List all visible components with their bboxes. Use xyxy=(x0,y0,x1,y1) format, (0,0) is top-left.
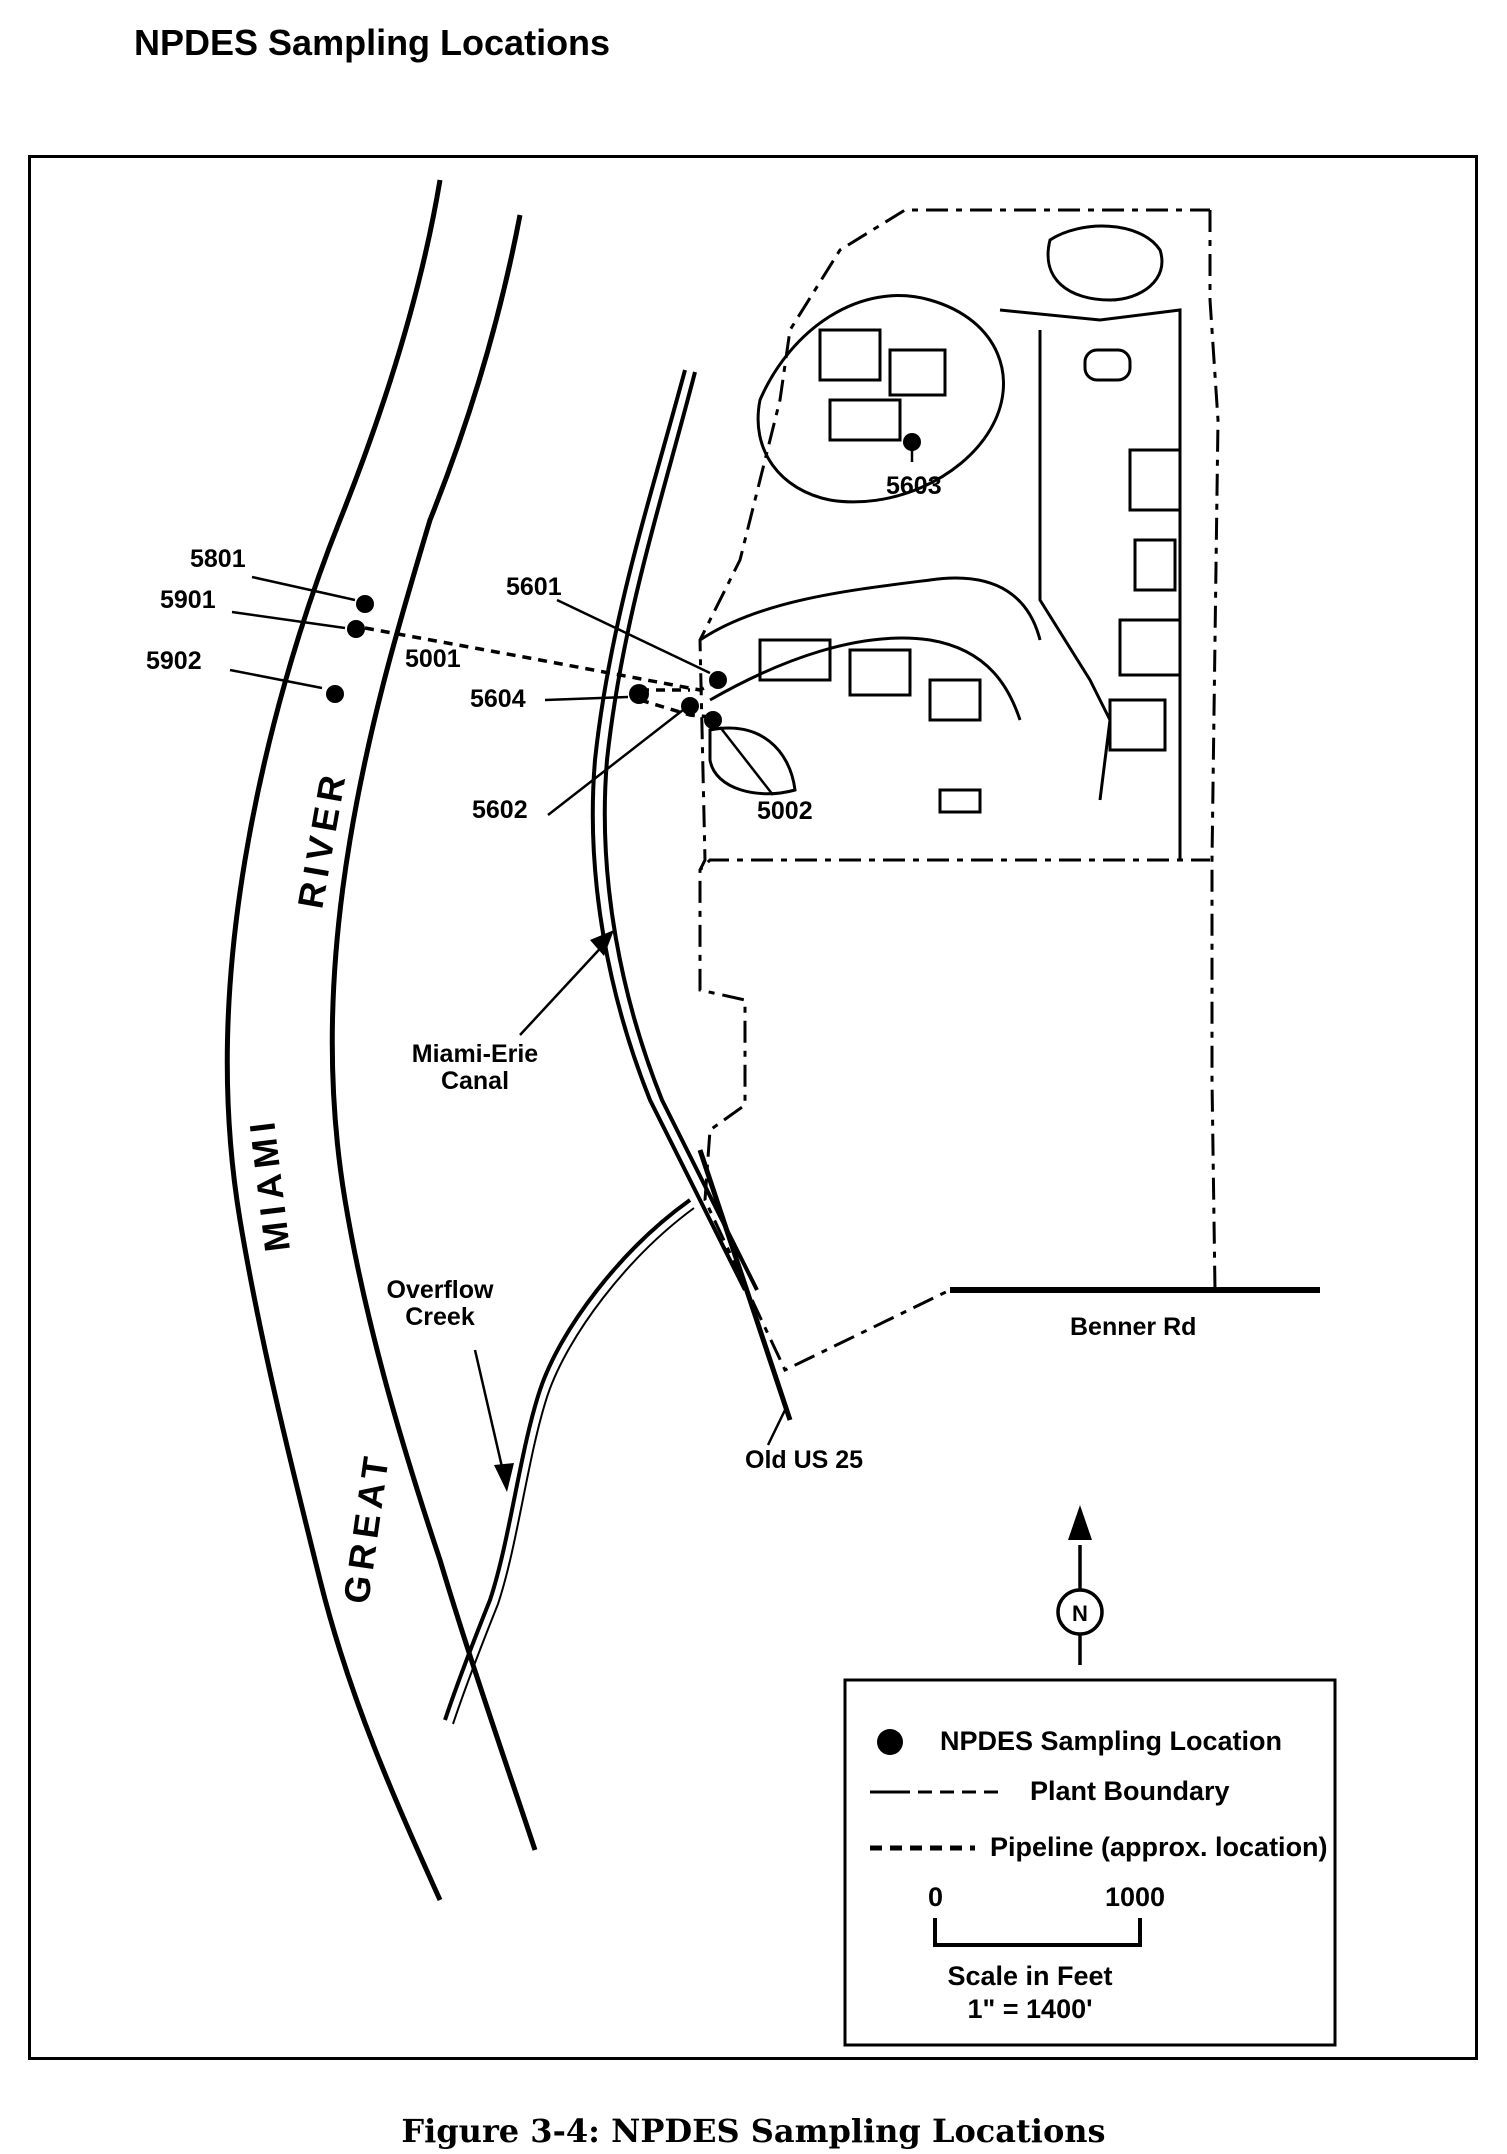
north-arrow: N xyxy=(1056,1505,1104,1665)
facility-building-c xyxy=(828,398,902,442)
sampling-dot-5902 xyxy=(326,685,344,703)
plant-facilities xyxy=(699,224,1182,860)
facility-road-loop xyxy=(756,294,1005,504)
plant-boundary xyxy=(698,210,1220,1373)
scale-ratio: 1" = 1400' xyxy=(967,1994,1092,2024)
leader-canal xyxy=(519,939,609,1036)
old-us-25-road xyxy=(697,1149,793,1421)
facility-building-i xyxy=(1118,618,1182,677)
page-heading: NPDES Sampling Locations xyxy=(134,22,611,63)
label-5002: 5002 xyxy=(757,797,813,825)
creek-arrowhead xyxy=(494,1463,514,1492)
facility-building-k xyxy=(938,788,982,814)
leader-5902 xyxy=(229,668,323,690)
facility-road-south xyxy=(699,576,1042,642)
overflow-creek-inner xyxy=(452,1207,695,1725)
leader-5801 xyxy=(251,575,356,602)
miami-erie-canal xyxy=(590,369,759,1291)
label-5601: 5601 xyxy=(506,573,562,601)
sampling-dot-5002 xyxy=(704,711,722,729)
facility-building-g xyxy=(1128,448,1182,512)
facility-road-east xyxy=(999,308,1182,860)
facility-building-d xyxy=(758,638,832,682)
sampling-dot-5801 xyxy=(356,595,374,613)
label-benner-rd: Benner Rd xyxy=(1070,1313,1196,1341)
river-word-miami: MIAMI xyxy=(241,1114,298,1254)
scale-start-label: 0 xyxy=(928,1882,943,1912)
facility-building-h xyxy=(1133,538,1177,592)
legend: NPDES Sampling Location Plant Boundary P… xyxy=(843,1678,1337,2047)
leader-5002 xyxy=(719,726,774,796)
label-line: Overflow xyxy=(387,1276,495,1304)
canal-arrowhead xyxy=(590,930,614,956)
figure-caption: Figure 3-4: NPDES Sampling Locations xyxy=(401,2112,1106,2150)
leader-5604 xyxy=(544,695,629,702)
facility-building-a xyxy=(818,328,882,382)
leader-5601 xyxy=(556,598,711,675)
north-arrow-circle xyxy=(1056,1588,1104,1636)
label-line: Canal xyxy=(441,1067,509,1095)
label-5901: 5901 xyxy=(160,586,216,614)
leader-creek xyxy=(473,1349,507,1481)
sampling-dot-5601 xyxy=(709,671,727,689)
legend-box xyxy=(843,1678,1337,2047)
label-5001: 5001 xyxy=(405,645,461,673)
label-5603: 5603 xyxy=(886,472,942,500)
scale-end-label: 1000 xyxy=(1105,1882,1165,1912)
sampling-dots xyxy=(326,433,921,729)
facility-building-b xyxy=(888,348,947,397)
facility-tank xyxy=(1046,224,1164,302)
sampling-dot-5602 xyxy=(681,697,699,715)
label-line: Creek xyxy=(405,1303,475,1331)
label-5902: 5902 xyxy=(146,647,202,675)
label-5801: 5801 xyxy=(190,545,246,573)
legend-dot-symbol xyxy=(877,1729,903,1755)
river-word-great: GREAT xyxy=(335,1449,397,1607)
map-frame xyxy=(28,155,1478,2060)
leader-5901 xyxy=(231,610,346,630)
leader-lines xyxy=(229,448,914,1481)
label-5602: 5602 xyxy=(472,796,528,824)
scale-title: Scale in Feet xyxy=(947,1961,1112,1991)
facility-building-f xyxy=(928,678,982,722)
river-east-bank xyxy=(329,214,538,1851)
leader-old-us25 xyxy=(766,1409,787,1446)
scale-bar xyxy=(933,1918,1142,1947)
legend-label-boundary: Plant Boundary xyxy=(1030,1776,1230,1806)
facility-road-inner xyxy=(1038,330,1112,801)
sampling-labels: 5801 5901 5902 5001 5601 5604 5602 5002 … xyxy=(146,472,942,825)
label-old-us-25: Old US 25 xyxy=(745,1446,863,1474)
facility-pond xyxy=(1083,348,1132,382)
label-5604: 5604 xyxy=(470,685,526,713)
sampling-dot-5603 xyxy=(903,433,921,451)
north-arrow-label: N xyxy=(1072,1601,1088,1626)
plant-north-boundary xyxy=(698,208,1210,871)
canal-line-east xyxy=(602,371,759,1291)
river-west-bank xyxy=(224,179,443,1902)
legend-label-sampling: NPDES Sampling Location xyxy=(940,1726,1282,1756)
label-line: Miami-Erie xyxy=(412,1040,539,1068)
great-miami-river xyxy=(224,179,538,1902)
sampling-dot-5901 xyxy=(347,620,365,638)
pipelines xyxy=(364,626,721,720)
canal-line-west xyxy=(590,369,747,1291)
leader-5602 xyxy=(547,709,684,816)
facility-building-j xyxy=(1108,698,1167,752)
north-arrow-head xyxy=(1068,1505,1092,1540)
sampling-dot-5604 xyxy=(629,684,649,704)
facility-road-mid xyxy=(709,636,1022,721)
overflow-creek xyxy=(443,1198,692,1721)
facility-basin xyxy=(708,726,797,796)
pipeline-north xyxy=(364,626,721,692)
legend-label-pipeline: Pipeline (approx. location) xyxy=(990,1832,1328,1862)
facility-building-e xyxy=(848,648,912,697)
